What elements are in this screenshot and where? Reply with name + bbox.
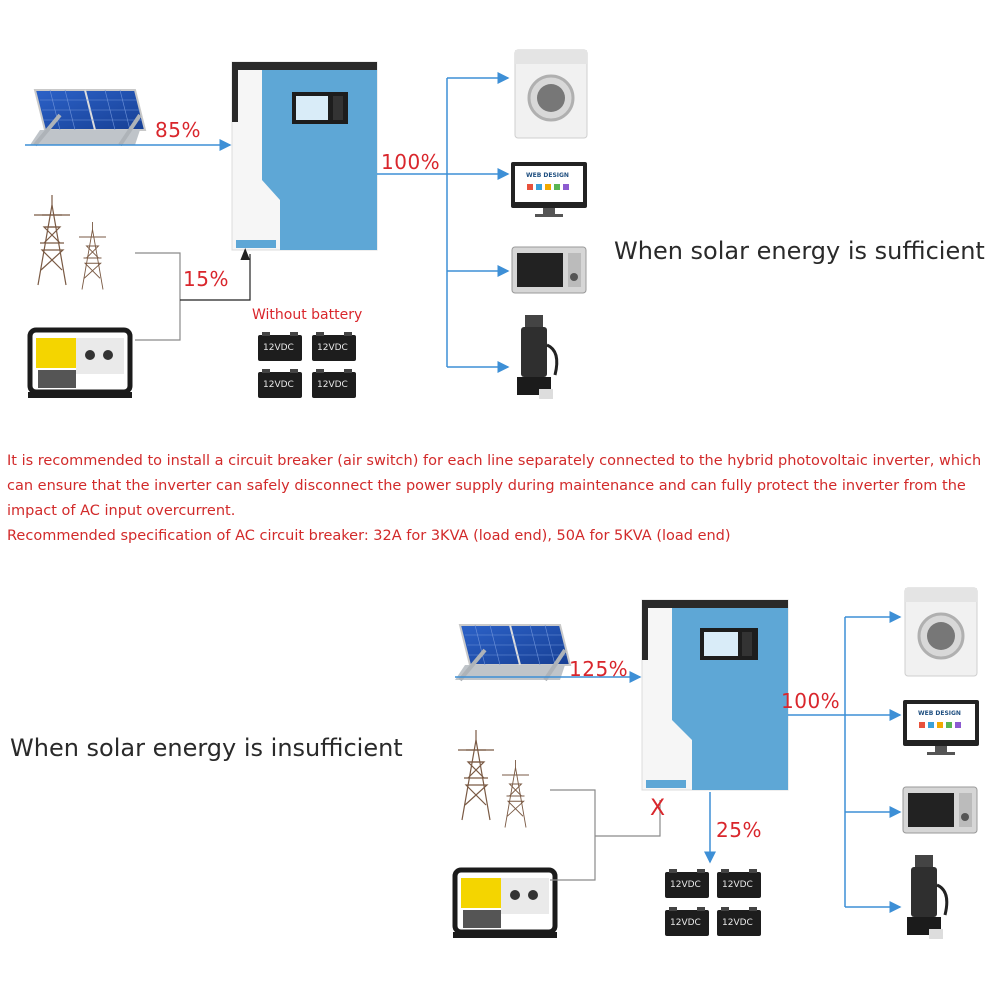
generator-icon	[28, 330, 132, 398]
inverter-icon	[231, 61, 378, 251]
solar-panel-icon	[453, 623, 572, 682]
grid-line-blocked	[595, 800, 661, 837]
battery-label: 12VDC	[670, 918, 701, 928]
battery-label: 12VDC	[263, 343, 294, 353]
top-diagram: WEB DESIGN 12VDC 12VDC 12VDC 12VDC	[25, 48, 589, 401]
note-line-1: It is recommended to install a circuit b…	[7, 453, 982, 519]
output-percent-label: 100%	[781, 689, 841, 713]
grid-percent-label: 15%	[183, 267, 229, 291]
monitor-icon: WEB DESIGN	[511, 162, 587, 217]
inverter-icon	[641, 599, 789, 791]
circuit-breaker-note: It is recommended to install a circuit b…	[7, 449, 992, 549]
battery-bank: 12VDC 12VDC 12VDC 12VDC	[665, 869, 761, 936]
generator-icon	[453, 870, 557, 938]
water-pump-icon	[905, 853, 949, 941]
power-tower-icon	[457, 729, 495, 821]
monitor-icon: WEB DESIGN	[903, 700, 979, 755]
battery-percent-label: 25%	[716, 818, 762, 842]
microwave-icon	[511, 246, 587, 294]
water-pump-icon	[515, 313, 559, 401]
battery-bank: 12VDC 12VDC 12VDC 12VDC	[258, 332, 356, 398]
power-tower-icon	[501, 759, 530, 828]
battery-label: 12VDC	[317, 343, 348, 353]
solar-percent-label: 125%	[569, 657, 629, 681]
battery-label: 12VDC	[722, 880, 753, 890]
solar-percent-label: 85%	[155, 118, 201, 142]
microwave-icon	[902, 786, 978, 834]
battery-label: 12VDC	[670, 880, 701, 890]
bottom-diagram: WEB DESIGN 12VDC 12VDC 12VDC 12VDC	[453, 586, 979, 941]
monitor-text: WEB DESIGN	[918, 710, 961, 717]
battery-label: 12VDC	[263, 380, 294, 390]
insufficient-caption: When solar energy is insufficient	[10, 734, 403, 762]
battery-label: 12VDC	[317, 380, 348, 390]
power-tower-icon	[78, 221, 107, 290]
blocked-x-icon: X	[650, 796, 666, 821]
sufficient-caption: When solar energy is sufficient	[614, 237, 985, 265]
washing-machine-icon	[903, 586, 979, 678]
battery-label: 12VDC	[722, 918, 753, 928]
output-percent-label: 100%	[381, 150, 441, 174]
solar-panel-icon	[28, 88, 147, 147]
note-line-2: Recommended specification of AC circuit …	[7, 528, 731, 544]
monitor-text: WEB DESIGN	[526, 172, 569, 179]
without-battery-label: Without battery	[252, 307, 363, 323]
grid-flow-arrow	[180, 248, 251, 301]
washing-machine-icon	[513, 48, 589, 140]
power-tower-icon	[33, 194, 71, 286]
